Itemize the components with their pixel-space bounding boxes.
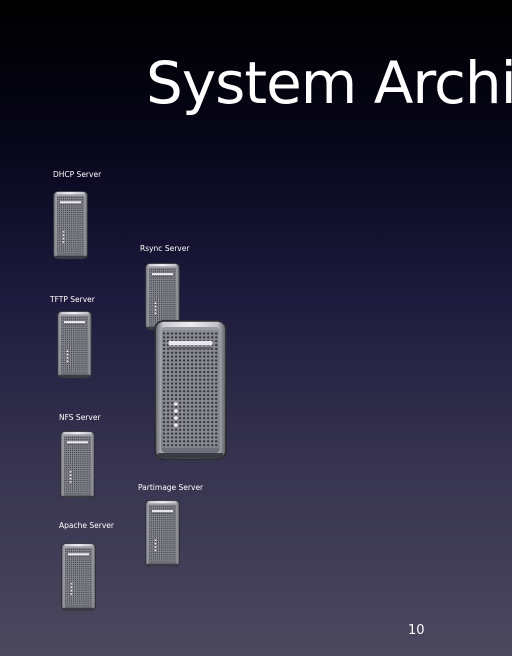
page-number: 10	[408, 623, 425, 638]
apache-server-icon	[61, 543, 96, 611]
partimage-server-label: Partimage Server	[138, 483, 204, 492]
apache-server-label: Apache Server	[59, 521, 114, 530]
dhcp-server-label: DHCP Server	[53, 170, 102, 179]
nfs-server-label: NFS Server	[59, 413, 101, 422]
tftp-server-label: TFTP Server	[50, 295, 95, 304]
nfs-server-icon	[60, 431, 95, 499]
tftp-server-icon	[57, 311, 92, 378]
central-server-icon	[154, 320, 227, 460]
rsync-server-label: Rsync Server	[140, 244, 190, 253]
partimage-server-icon	[145, 500, 180, 567]
dhcp-server-icon	[53, 191, 88, 259]
slide-title: System Archi	[146, 49, 512, 117]
